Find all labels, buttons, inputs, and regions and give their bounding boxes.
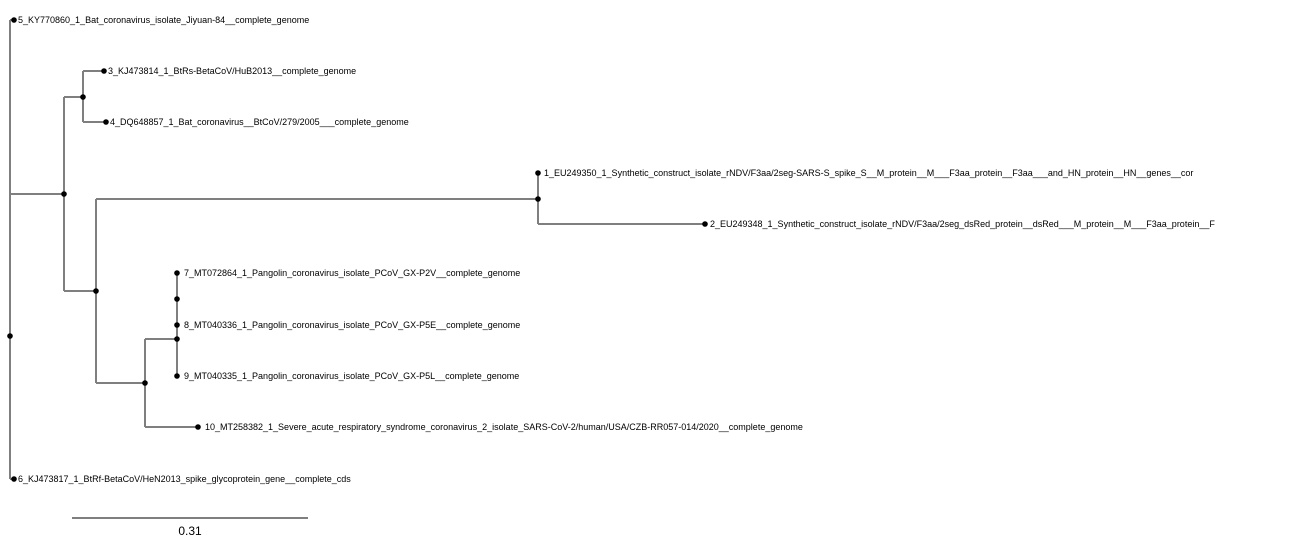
leaf-3: 3_KJ473814_1_BtRs-BetaCoV/HuB2013__compl… (101, 66, 356, 76)
leaf-label: 10_MT258382_1_Severe_acute_respiratory_s… (205, 422, 803, 432)
leaf-label: 2_EU249348_1_Synthetic_construct_isolate… (710, 219, 1215, 229)
leaf-node-dot (174, 322, 180, 328)
leaf-label: 4_DQ648857_1_Bat_coronavirus__BtCoV/279/… (110, 117, 409, 127)
node-root (7, 333, 13, 339)
node-f-inner (174, 336, 180, 342)
leaf-label: 8_MT040336_1_Pangolin_coronavirus_isolat… (184, 320, 520, 330)
tree-nodes (7, 94, 541, 386)
leaf-node-dot (11, 476, 17, 482)
leaf-9: 9_MT040335_1_Pangolin_coronavirus_isolat… (174, 371, 519, 381)
leaf-label: 3_KJ473814_1_BtRs-BetaCoV/HuB2013__compl… (108, 66, 356, 76)
leaf-node-dot (103, 119, 109, 125)
scale-bar-label: 0.31 (178, 524, 202, 538)
leaf-node-dot (11, 17, 17, 23)
node-a (61, 191, 67, 197)
leaf-node-dot (702, 221, 708, 227)
leaf-label: 6_KJ473817_1_BtRf-BetaCoV/HeN2013_spike_… (18, 474, 351, 484)
leaf-label: 9_MT040335_1_Pangolin_coronavirus_isolat… (184, 371, 519, 381)
leaf-6: 6_KJ473817_1_BtRf-BetaCoV/HeN2013_spike_… (11, 474, 351, 484)
leaf-7: 7_MT072864_1_Pangolin_coronavirus_isolat… (174, 268, 520, 278)
node-c (93, 288, 99, 294)
node-e (142, 380, 148, 386)
leaf-label: 1_EU249350_1_Synthetic_construct_isolate… (544, 168, 1193, 178)
leaf-10: 10_MT258382_1_Severe_acute_respiratory_s… (195, 422, 803, 432)
leaf-node-dot (101, 68, 107, 74)
node-f (174, 296, 180, 302)
leaf-node-dot (195, 424, 201, 430)
leaf-label: 5_KY770860_1_Bat_coronavirus_isolate_Jiy… (18, 15, 309, 25)
leaf-label: 7_MT072864_1_Pangolin_coronavirus_isolat… (184, 268, 520, 278)
leaf-8: 8_MT040336_1_Pangolin_coronavirus_isolat… (174, 320, 520, 330)
tree-leaves: 5_KY770860_1_Bat_coronavirus_isolate_Jiy… (11, 15, 1215, 484)
scale-bar: 0.31 (72, 517, 308, 538)
leaf-node-dot (174, 270, 180, 276)
leaf-4: 4_DQ648857_1_Bat_coronavirus__BtCoV/279/… (103, 117, 409, 127)
leaf-2: 2_EU249348_1_Synthetic_construct_isolate… (702, 219, 1215, 229)
tree-branches (9, 19, 705, 480)
leaf-1: 1_EU249350_1_Synthetic_construct_isolate… (535, 168, 1193, 178)
leaf-node-dot (174, 373, 180, 379)
leaf-node-dot (535, 170, 541, 176)
node-b (80, 94, 86, 100)
node-d (535, 196, 541, 202)
leaf-5: 5_KY770860_1_Bat_coronavirus_isolate_Jiy… (11, 15, 309, 25)
